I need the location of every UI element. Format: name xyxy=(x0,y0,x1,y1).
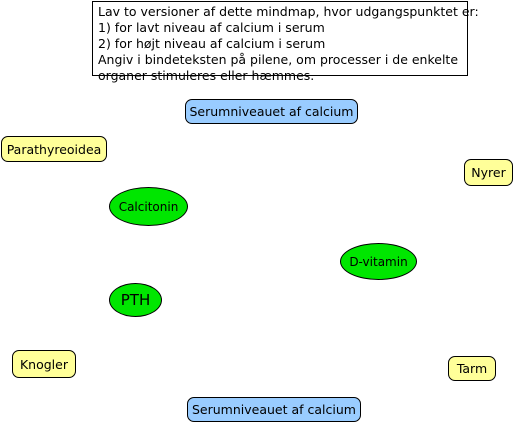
instruction-line: Lav to versioner af dette mindmap, hvor … xyxy=(98,4,479,19)
instruction-line: 2) for højt niveau af calcium i serum xyxy=(98,36,326,51)
instructions-box: Lav to versioner af dette mindmap, hvor … xyxy=(92,1,479,83)
calcitonin-node[interactable]: Calcitonin xyxy=(109,187,188,226)
serum-calcium-bottom-node[interactable]: Serumniveauet af calcium xyxy=(187,397,361,422)
serum-calcium-top-node[interactable]: Serumniveauet af calcium xyxy=(185,99,358,124)
nyrer-node[interactable]: Nyrer xyxy=(464,159,513,186)
instruction-line: 1) for lavt niveau af calcium i serum xyxy=(98,20,325,35)
instruction-line: Angiv i bindeteksten på pilene, om proce… xyxy=(98,52,459,67)
pth-node[interactable]: PTH xyxy=(109,283,162,317)
knogler-node[interactable]: Knogler xyxy=(12,350,76,378)
tarm-node[interactable]: Tarm xyxy=(448,356,496,381)
d-vitamin-node[interactable]: D-vitamin xyxy=(340,243,417,280)
instruction-line: organer stimuleres eller hæmmes. xyxy=(98,68,315,83)
parathyreoidea-node[interactable]: Parathyreoidea xyxy=(1,136,107,162)
